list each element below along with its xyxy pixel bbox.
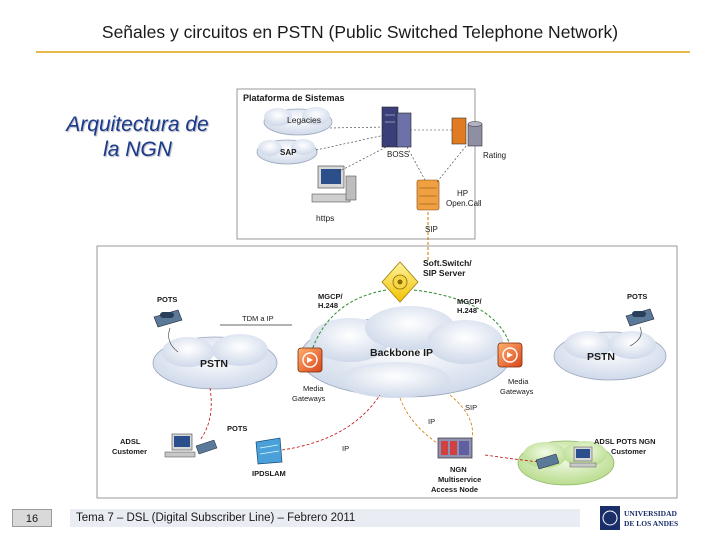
adsl-customer-label-1: ADSL: [120, 437, 141, 446]
pstn-left-cloud: [152, 334, 278, 390]
title-underline: [36, 51, 690, 53]
sip-mid-label: SIP: [465, 403, 477, 412]
ngn-customer-cloud: [517, 440, 615, 486]
footer-text: Tema 7 – DSL (Digital Subscriber Line) –…: [76, 512, 356, 524]
ip-mid-label: IP: [428, 417, 435, 426]
adsl-ngn-label-1: ADSL POTS NGN: [594, 437, 656, 446]
phone-icon: [625, 308, 655, 327]
pots-lower-label: POTS: [227, 424, 247, 433]
softswitch-label-2: SIP Server: [423, 268, 466, 278]
mgcp-right-link: [413, 289, 511, 346]
mgw-right-label-2: Gateways: [500, 387, 534, 396]
ngn-phone-icon: [535, 453, 560, 470]
media-gateway-left-icon: [297, 347, 323, 373]
softswitch-label-1: Soft.Switch/: [423, 258, 472, 268]
https-label: https: [316, 213, 334, 223]
msan-icon: [437, 437, 473, 459]
media-gateway-right-icon: [497, 342, 523, 368]
pstn-right-label: PSTN: [587, 351, 615, 363]
backbone-ip-cloud: [299, 306, 511, 398]
adsl-customer-icon: [164, 433, 218, 458]
boss-server-icon: [381, 106, 412, 148]
ngn-computer-icon: [569, 446, 597, 468]
platform-label: Plataforma de Sistemas: [243, 93, 345, 103]
tdm-ip-label: TDM a IP: [242, 314, 274, 323]
backbone-label: Backbone IP: [370, 347, 433, 359]
pots-left-wire: [168, 327, 179, 353]
page-title: Señales y circuitos en PSTN (Public Swit…: [101, 22, 619, 42]
footer-bar: [70, 509, 580, 527]
side-title-line1: Arquitectura de: [66, 113, 209, 136]
sap-cloud: [256, 139, 318, 165]
adsl-ngn-label-2: Customer: [611, 447, 646, 456]
mgw-left-label-1: Media: [303, 384, 324, 393]
mgcp-right-label-2: H.248: [457, 306, 477, 315]
rating-label: Rating: [483, 151, 506, 160]
side-title-line2: la NGN: [103, 138, 172, 161]
mgw-right-label-1: Media: [508, 377, 529, 386]
sap-label: SAP: [280, 148, 297, 157]
adsl-customer-label-2: Customer: [112, 447, 147, 456]
hp-opencall-server-icon: [416, 179, 440, 211]
mgcp-left-label-2: H.248: [318, 301, 338, 310]
legacies-cloud: [263, 107, 333, 136]
mgcp-right-label-1: MGCP/: [457, 297, 483, 306]
phone-icon: [153, 309, 183, 328]
pots-right-wire: [629, 326, 642, 347]
hp-label-2: Open.Call: [446, 199, 482, 208]
pots-right-label: POTS: [627, 292, 647, 301]
pstn-left-label: PSTN: [200, 358, 228, 370]
pots-left-label: POTS: [157, 295, 177, 304]
workstation-icon: [311, 165, 357, 203]
side-title: Arquitectura de la NGN: [30, 112, 245, 162]
page-number: 16: [12, 509, 52, 527]
ip-left-label: IP: [342, 444, 349, 453]
logo-line1: UNIVERSIDAD: [624, 509, 678, 518]
ipdslam-label: IPDSLAM: [252, 469, 286, 478]
ipdslam-icon: [255, 437, 283, 465]
university-seal-icon: [600, 506, 620, 530]
msan-label-1: NGN: [450, 465, 467, 474]
platform-links: [315, 126, 467, 183]
softswitch-icon: [381, 261, 419, 303]
university-logo: UNIVERSIDAD DE LOS ANDES: [600, 506, 678, 530]
msan-label-2: Multiservice: [438, 475, 481, 484]
msan-label-3: Access Node: [431, 485, 478, 494]
sip-top-label: SIP: [425, 225, 438, 234]
mgcp-left-link: [311, 289, 387, 351]
mgcp-left-label-1: MGCP/: [318, 292, 344, 301]
hp-label-1: HP: [457, 189, 468, 198]
legacies-label: Legacies: [287, 115, 321, 125]
logo-line2: DE LOS ANDES: [624, 519, 678, 528]
boss-label: BOSS: [387, 150, 409, 159]
rating-server-icon: [451, 117, 483, 147]
mgw-left-label-2: Gateways: [292, 394, 326, 403]
